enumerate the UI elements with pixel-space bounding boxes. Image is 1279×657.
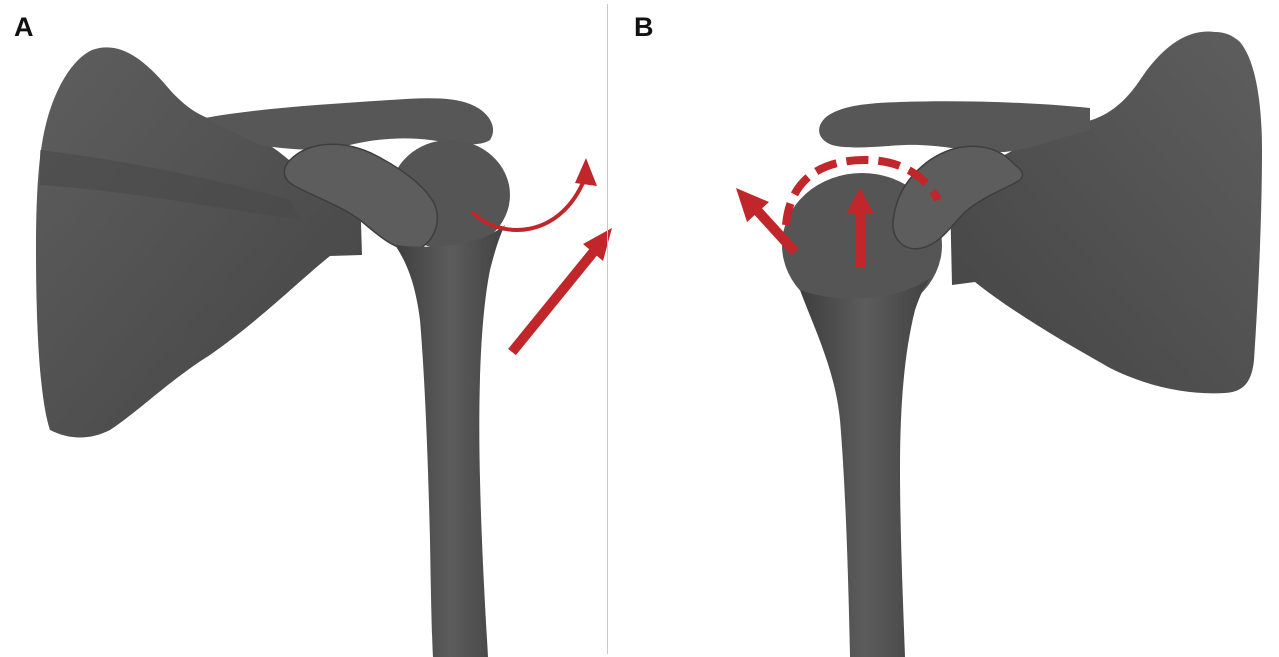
humerus-shaft-a <box>395 225 505 657</box>
panel-label-b: B <box>634 14 654 41</box>
scapula-b <box>950 32 1262 394</box>
panel-a <box>36 47 612 657</box>
panel-b <box>736 32 1262 657</box>
curved-arrow-head-icon <box>575 158 597 186</box>
panel-label-a: A <box>14 14 34 41</box>
humerus-shaft-b <box>800 278 930 657</box>
straight-arrow-icon <box>512 250 595 352</box>
panel-divider <box>607 4 608 654</box>
